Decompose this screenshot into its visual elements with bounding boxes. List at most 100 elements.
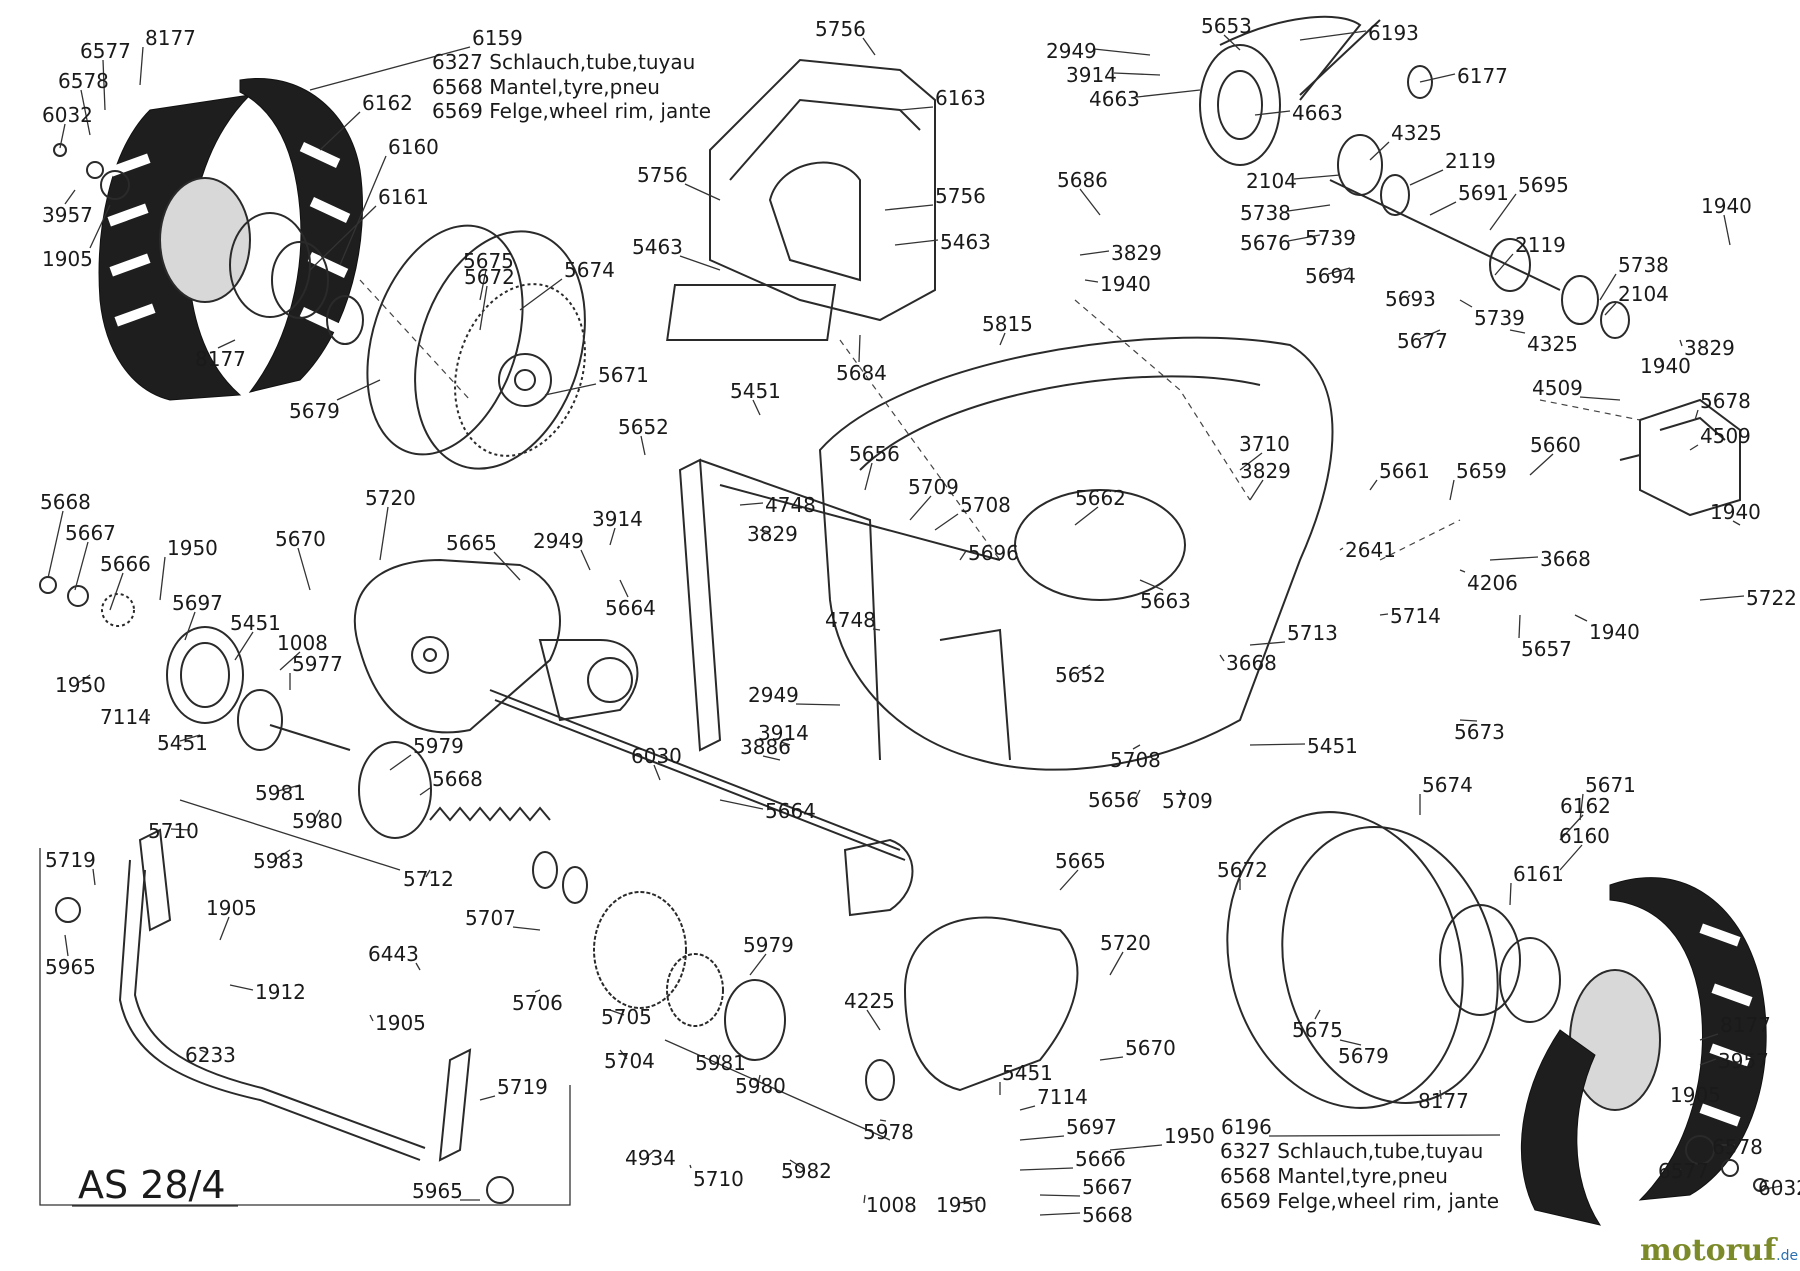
- leader-line: [1339, 1039, 1362, 1046]
- leader-line: [77, 674, 91, 684]
- leader-line: [1489, 193, 1517, 231]
- part-number-label: 1940: [1701, 194, 1752, 218]
- leader-line: [1132, 744, 1141, 750]
- part-number-label: 5666: [100, 552, 151, 576]
- leader-line: [1249, 479, 1264, 501]
- part-number-label: 5668: [1082, 1203, 1133, 1227]
- part-number-label: 4325: [1527, 332, 1578, 356]
- part-number-label: 5686: [1057, 168, 1108, 192]
- leader-line: [1599, 273, 1617, 301]
- wheel-bottom-right: [1226, 811, 1767, 1226]
- leader-line: [339, 155, 387, 266]
- part-number-label: 5697: [1066, 1115, 1117, 1139]
- part-number-label: 5980: [292, 809, 343, 833]
- part-number-label: 5463: [632, 235, 683, 259]
- part-number-label: 5982: [781, 1159, 832, 1183]
- part-number-label: 5671: [598, 363, 649, 387]
- leader-line: [1509, 329, 1526, 334]
- leader-line: [884, 204, 934, 211]
- leader-line: [1732, 520, 1741, 526]
- leader-line: [909, 495, 932, 521]
- part-number-label: 1940: [1589, 620, 1640, 644]
- leader-line: [309, 46, 471, 91]
- leader-line: [493, 551, 521, 581]
- leader-line: [1079, 188, 1101, 216]
- sprocket-guard-top-left: [366, 224, 586, 470]
- leader-line: [762, 755, 781, 761]
- belt-guard-bottom: [843, 838, 1079, 1101]
- leader-line: [319, 111, 361, 151]
- part-number-label: 4509: [1532, 376, 1583, 400]
- part-number-label: 6163: [935, 86, 986, 110]
- part-number-label: 3957: [42, 203, 93, 227]
- leader-line: [369, 1014, 374, 1022]
- part-number-label: 5679: [1338, 1044, 1389, 1068]
- part-number-label: 6233: [185, 1043, 236, 1067]
- note-line: 6568 Mantel,tyre,pneu: [432, 75, 660, 99]
- leader-line: [519, 278, 563, 311]
- part-number-label: 5979: [413, 734, 464, 758]
- part-number-label: 5684: [836, 361, 887, 385]
- part-number-label: 5714: [1390, 604, 1441, 628]
- leader-line: [1079, 250, 1110, 256]
- leader-line: [1254, 110, 1291, 116]
- part-number-label: 6162: [362, 91, 413, 115]
- part-number-label: 1940: [1100, 272, 1151, 296]
- part-number-label: 4748: [825, 608, 876, 632]
- leader-line: [1139, 579, 1164, 591]
- part-number-label: 5709: [908, 475, 959, 499]
- leader-line: [139, 46, 144, 86]
- bracket-right: [1619, 398, 1741, 517]
- part-number-label: 5691: [1458, 181, 1509, 205]
- note-line: 6568 Mantel,tyre,pneu: [1220, 1164, 1448, 1188]
- part-number-label: 5451: [157, 731, 208, 755]
- leader-line: [1287, 204, 1331, 212]
- leader-line: [415, 962, 421, 971]
- part-number-label: 5675: [463, 249, 514, 273]
- part-number-label: 5738: [1240, 201, 1291, 225]
- leader-line: [872, 628, 881, 631]
- part-number-label: 5695: [1518, 173, 1569, 197]
- leader-line: [609, 1009, 625, 1016]
- leader-line: [739, 502, 764, 506]
- brand-logo: motoruf.de: [1640, 1233, 1798, 1268]
- part-number-label: 5672: [1217, 858, 1268, 882]
- leader-line: [864, 462, 873, 491]
- leader-line: [1679, 1168, 1682, 1171]
- leader-line: [609, 527, 616, 546]
- leader-line: [1074, 506, 1099, 526]
- part-number-label: 5670: [1125, 1036, 1176, 1060]
- leader-line: [219, 916, 230, 941]
- leader-line: [1327, 267, 1351, 275]
- leader-line: [80, 89, 91, 136]
- belt-guard-left: [353, 558, 639, 734]
- part-number-label: 3829: [1111, 241, 1162, 265]
- part-number-label: 1905: [42, 247, 93, 271]
- leader-line: [757, 1074, 761, 1085]
- part-number-label: 5451: [1307, 734, 1358, 758]
- part-number-label: 5756: [815, 17, 866, 41]
- part-number-label: 3829: [1240, 459, 1291, 483]
- part-number-label: 5672: [464, 265, 515, 289]
- clutch-parts-left: [39, 576, 432, 839]
- leader-line: [1659, 359, 1664, 365]
- leader-line: [863, 1194, 866, 1204]
- leader-line: [1369, 141, 1390, 161]
- leader-line: [479, 285, 488, 331]
- leader-line: [234, 631, 254, 661]
- part-number-label: 5965: [412, 1179, 463, 1203]
- part-number-label: 5981: [255, 781, 306, 805]
- leader-line: [1579, 396, 1621, 401]
- part-number-label: 5671: [1585, 773, 1636, 797]
- part-number-label: 3668: [1226, 651, 1277, 675]
- leader-line: [1579, 793, 1584, 821]
- part-number-label: 5451: [230, 611, 281, 635]
- parts-artwork: [39, 15, 1767, 1226]
- part-number-label: 5979: [743, 933, 794, 957]
- part-number-label: 5710: [693, 1167, 744, 1191]
- part-number-label: 1950: [1164, 1124, 1215, 1148]
- part-number-label: 5668: [432, 767, 483, 791]
- part-number-label: 6196: [1221, 1115, 1272, 1139]
- part-number-label: 5815: [982, 312, 1033, 336]
- leader-line: [512, 926, 541, 931]
